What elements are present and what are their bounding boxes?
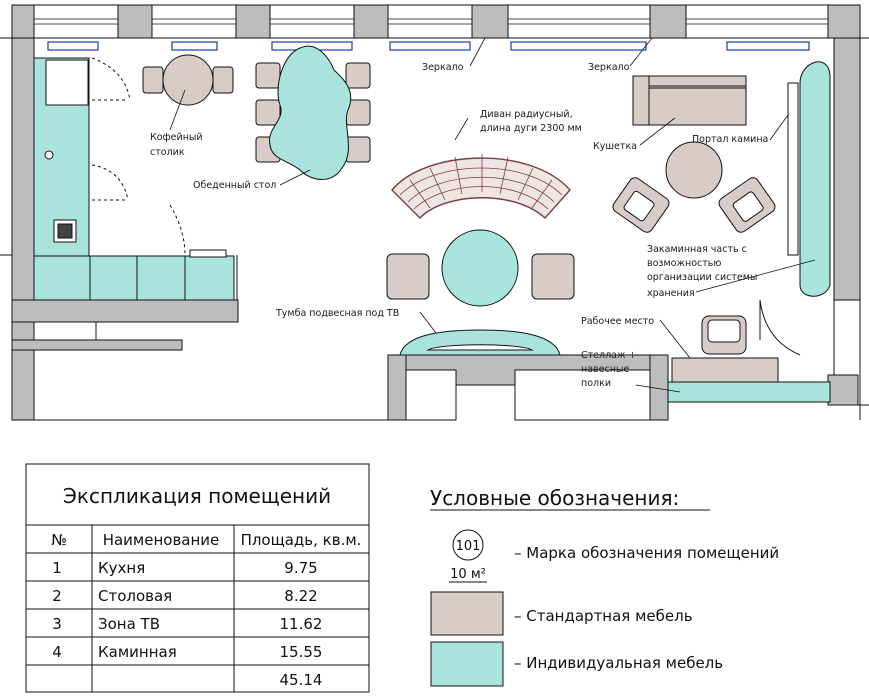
radiators bbox=[47, 41, 810, 51]
couch bbox=[632, 75, 747, 126]
door-swings bbox=[91, 57, 186, 256]
room-mark-desc: – Марка обозначения помещений bbox=[514, 544, 779, 562]
work-desk bbox=[671, 357, 779, 384]
row-name: Кухня bbox=[98, 559, 145, 577]
fridge bbox=[45, 59, 89, 106]
inner-room bbox=[514, 369, 651, 421]
inner-room bbox=[405, 369, 457, 421]
row-num: 4 bbox=[52, 643, 62, 661]
pouf-right bbox=[531, 253, 575, 300]
wall-pier bbox=[827, 4, 861, 39]
room-mark-number: 101 bbox=[456, 539, 481, 554]
explication-text: Экспликация помещений № Наименование Пло… bbox=[51, 484, 361, 689]
label-coffee-table: столик bbox=[150, 147, 185, 158]
fireplace-storage bbox=[799, 61, 831, 297]
standard-furniture-desc: – Стандартная мебель bbox=[514, 607, 693, 625]
label-sofa: Диван радиусный, bbox=[480, 109, 573, 120]
col-header-area: Площадь, кв.м. bbox=[241, 531, 362, 549]
lower-wall bbox=[11, 339, 183, 351]
standard-furniture-swatch bbox=[430, 591, 504, 636]
dining-table bbox=[269, 45, 352, 180]
label-mirror-left: Зеркало bbox=[422, 62, 464, 73]
legend: Условные обозначения: 101 10 м² – Марка … bbox=[430, 486, 779, 687]
coffee-table-set bbox=[142, 54, 234, 106]
right-wall bbox=[833, 37, 861, 301]
leader-lines bbox=[169, 37, 816, 393]
sink-icon bbox=[44, 150, 54, 160]
label-fireplace-storage: хранения bbox=[647, 288, 695, 299]
left-wall bbox=[11, 37, 35, 301]
top-wall bbox=[11, 4, 861, 39]
wall-pier bbox=[11, 4, 35, 39]
wall-pier bbox=[471, 4, 509, 39]
row-name: Зона ТВ bbox=[98, 615, 160, 633]
kitchen-bottom-row bbox=[33, 255, 235, 301]
shelf-unit bbox=[667, 381, 831, 403]
label-fireplace-storage: организации системы bbox=[647, 272, 757, 283]
custom-furniture-desc: – Индивидуальная мебель bbox=[514, 654, 723, 672]
dining-chairs bbox=[255, 62, 371, 163]
coffee-table bbox=[162, 54, 214, 106]
lower-wall bbox=[387, 354, 407, 421]
row-num: 3 bbox=[52, 615, 62, 633]
label-fireplace-storage: Закаминная часть с bbox=[647, 244, 747, 255]
armchairs bbox=[612, 177, 776, 233]
label-dining-table: Обеденный стол bbox=[193, 180, 276, 191]
row-name: Каминная bbox=[98, 643, 177, 661]
label-shelf: навесные bbox=[581, 364, 629, 375]
legend-title: Условные обозначения: bbox=[430, 486, 679, 510]
row-area: 8.22 bbox=[284, 587, 317, 605]
fireplace-portal bbox=[787, 82, 799, 256]
label-shelf: полки bbox=[581, 378, 611, 389]
wall-pier bbox=[353, 4, 389, 39]
total-area: 45.14 bbox=[280, 671, 323, 689]
col-header-num: № bbox=[51, 531, 67, 549]
label-couch: Кушетка bbox=[593, 141, 637, 152]
col-header-name: Наименование bbox=[103, 531, 220, 549]
room-mark-area: 10 м² bbox=[450, 567, 486, 582]
label-mirror-right: Зеркало bbox=[588, 62, 630, 73]
wall-pier bbox=[235, 4, 271, 39]
radius-sofa bbox=[391, 154, 571, 219]
plan-drawing bbox=[0, 4, 869, 421]
row-num: 2 bbox=[52, 587, 62, 605]
row-area: 9.75 bbox=[284, 559, 317, 577]
row-area: 11.62 bbox=[280, 615, 323, 633]
label-workplace: Рабочее место bbox=[581, 316, 654, 327]
window-glazing bbox=[34, 18, 828, 25]
plan-labels: Зеркало Зеркало Кофейный столик Обеденны… bbox=[150, 62, 768, 389]
wall-pier bbox=[117, 4, 153, 39]
label-coffee-table: Кофейный bbox=[150, 132, 203, 143]
label-fireplace-portal: Портал камина bbox=[692, 134, 768, 145]
explication-table bbox=[25, 463, 370, 693]
lower-wall bbox=[11, 321, 35, 421]
label-fireplace-storage: возможностью bbox=[647, 258, 721, 269]
fireplace-table bbox=[665, 141, 723, 199]
row-num: 1 bbox=[52, 559, 62, 577]
label-tv-stand: Тумба подвесная под ТВ bbox=[275, 308, 399, 319]
right-wall-lower bbox=[827, 374, 859, 406]
lower-wall bbox=[11, 299, 239, 323]
room-mark-icon bbox=[452, 529, 484, 561]
tv-zone-table bbox=[441, 229, 519, 307]
custom-furniture-swatch bbox=[430, 641, 504, 687]
row-name: Столовая bbox=[98, 587, 172, 605]
tv-stand bbox=[399, 329, 561, 356]
row-area: 15.55 bbox=[280, 643, 323, 661]
explication-title: Экспликация помещений bbox=[63, 484, 331, 508]
label-sofa: длина дуги 2300 мм bbox=[480, 123, 582, 134]
wall-pier bbox=[649, 4, 687, 39]
pouf-left bbox=[386, 253, 430, 300]
label-shelf: Стеллаж + bbox=[581, 350, 637, 361]
